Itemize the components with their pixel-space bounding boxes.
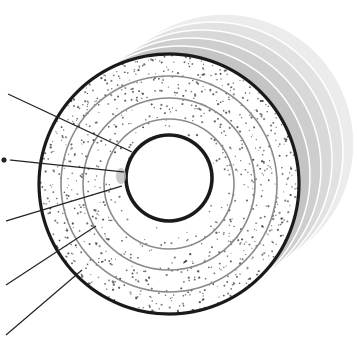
- front-disc: [37, 52, 301, 316]
- center-hole: [124, 133, 214, 223]
- ring-middle: [82, 97, 256, 271]
- leader-line-2: [9, 159, 125, 173]
- ring-inner: [103, 118, 235, 250]
- ring-outer: [60, 75, 278, 293]
- leader-lines: [1, 93, 133, 336]
- leader-line-4: [5, 225, 97, 286]
- outer-boundary: [37, 52, 301, 316]
- leader-dot: [1, 157, 7, 163]
- leader-line-3: [5, 185, 123, 222]
- gap-shading: [116, 168, 126, 184]
- leader-line-1: [7, 93, 133, 153]
- leader-line-5: [5, 269, 83, 336]
